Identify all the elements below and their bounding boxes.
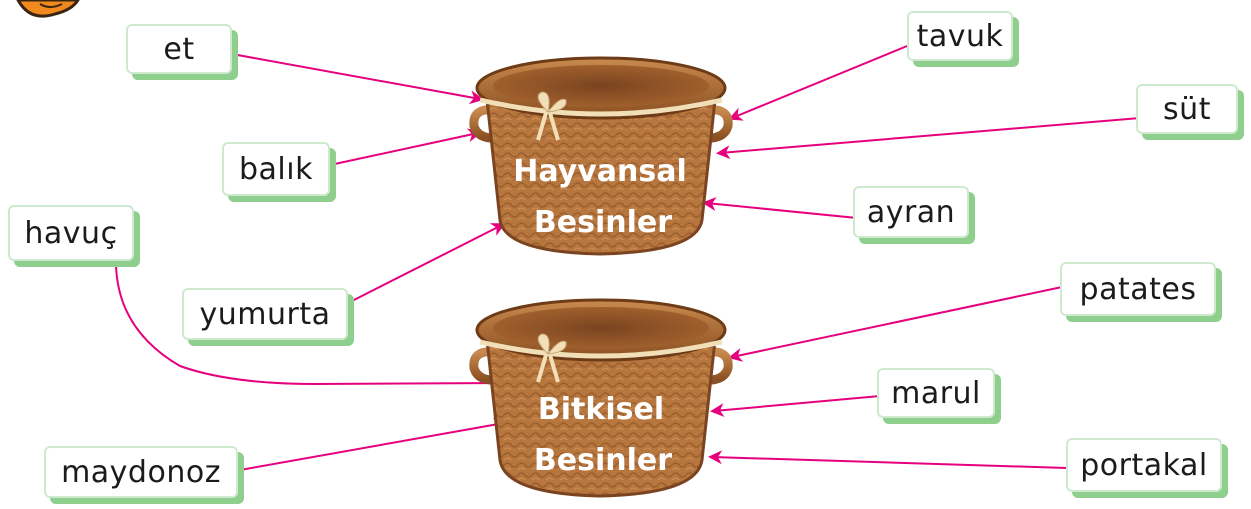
arrow-et	[231, 53, 484, 105]
word-card-label: patates	[1079, 271, 1197, 307]
ribbon-bow-icon	[536, 91, 567, 141]
arrow-portakal	[708, 450, 1068, 469]
basket-handle-left	[469, 347, 501, 385]
arrow-maydonoz	[239, 417, 508, 471]
word-card-label: maydonoz	[61, 454, 221, 490]
basket-inside	[493, 307, 709, 349]
basket-animal-label-line1: Hayvansal	[513, 154, 687, 189]
basket-ribbon	[479, 97, 723, 117]
basket-body	[485, 98, 717, 256]
word-card-havuc: havuç	[8, 205, 140, 267]
arrow-balik	[329, 128, 482, 166]
word-card-patates: patates	[1060, 262, 1222, 322]
ribbon-bow-icon	[536, 333, 567, 383]
word-card-yumurta: yumurta	[182, 288, 354, 346]
basket-animal: Hayvansal Besinler	[469, 56, 733, 256]
arrow-havuc	[115, 264, 510, 391]
basket-animal-label-line2: Besinler	[534, 205, 672, 240]
arrow-yumurta	[349, 223, 506, 303]
basket-plant-label-line2: Besinler	[534, 443, 672, 478]
word-card-label: yumurta	[199, 296, 331, 332]
basket-plant-label-line1: Bitkisel	[538, 392, 664, 427]
basket-plant: Bitkisel Besinler	[469, 298, 733, 498]
word-card-balik: balık	[222, 142, 336, 202]
basket-inside	[493, 65, 709, 107]
word-card-label: portakal	[1080, 447, 1208, 483]
arrow-sut	[716, 117, 1141, 160]
word-card-label: havuç	[24, 215, 118, 251]
word-card-marul: marul	[877, 368, 1001, 424]
arrow-ayran	[702, 197, 858, 219]
arrow-marul	[710, 395, 881, 418]
word-card-tavuk: tavuk	[907, 11, 1019, 67]
basket-ribbon	[479, 339, 723, 359]
arrow-patates	[728, 286, 1063, 362]
basket-handle-right	[701, 347, 733, 385]
word-card-sut: süt	[1136, 84, 1244, 140]
connection-arrows	[115, 43, 1141, 471]
basket-body	[485, 338, 717, 498]
word-card-label: ayran	[866, 194, 956, 230]
arrow-tavuk	[728, 43, 913, 121]
basket-handle-right	[701, 105, 733, 143]
basket-handle-left	[469, 105, 501, 143]
cat-mascot-icon	[16, 0, 80, 18]
word-card-label: tavuk	[916, 18, 1004, 54]
word-card-label: et	[163, 31, 195, 67]
word-card-label: marul	[891, 375, 981, 411]
word-card-ayran: ayran	[853, 186, 975, 244]
word-card-label: süt	[1163, 91, 1211, 127]
word-card-portakal: portakal	[1066, 438, 1228, 498]
word-card-label: balık	[239, 151, 313, 187]
word-card-et: et	[126, 24, 238, 80]
word-card-maydonoz: maydonoz	[44, 446, 244, 504]
